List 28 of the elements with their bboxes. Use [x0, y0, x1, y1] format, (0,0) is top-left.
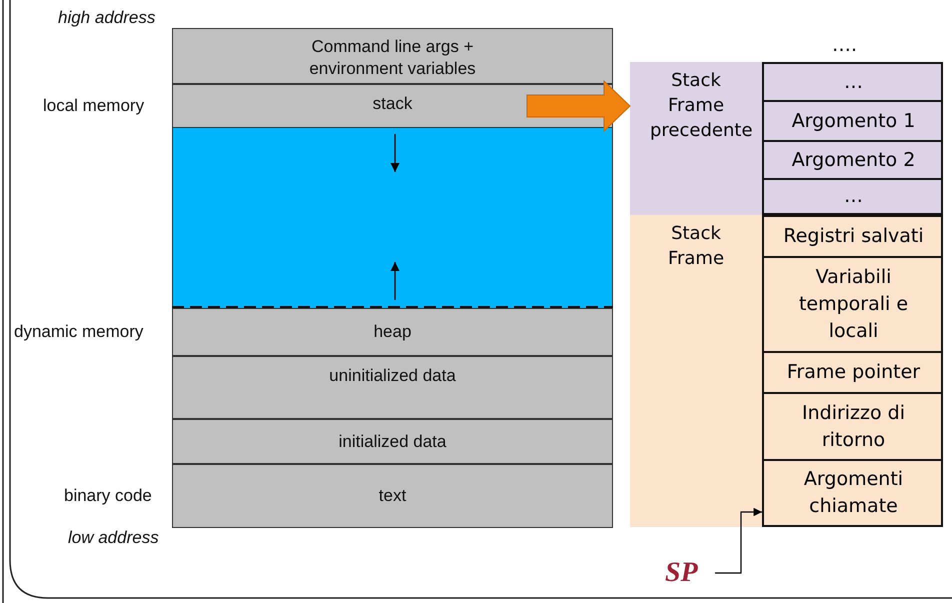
stack-cell: Frame pointer — [762, 351, 943, 392]
address-label: low address — [68, 528, 159, 548]
stack-frame-band — [630, 215, 943, 527]
arrow — [526, 80, 631, 132]
stack-cell: … — [762, 62, 943, 100]
band-heading: Stack Frame — [666, 222, 726, 271]
memory-segment: Command line args + environment variables — [172, 28, 613, 84]
free-memory-area — [172, 128, 613, 308]
ellipsis-label: …. — [832, 34, 858, 56]
region-label: local memory — [43, 96, 144, 116]
stack-cell: Variabili temporali e locali — [762, 256, 943, 351]
memory-segment: uninitialized data — [172, 356, 613, 419]
stack-frame-band — [630, 62, 943, 215]
address-label: high address — [58, 8, 156, 28]
stack-cell: Argomenti chiamate — [762, 459, 943, 527]
stack-cell: Indirizzo di ritorno — [762, 392, 943, 459]
arrow — [715, 508, 762, 574]
memory-segment: text — [172, 464, 613, 528]
stack-cell: Registri salvati — [762, 215, 943, 256]
region-label: dynamic memory — [14, 322, 144, 342]
band-heading: Stack Frame precedente — [649, 69, 754, 143]
memory-segment: heap — [172, 308, 613, 356]
stack-cell: … — [762, 178, 943, 215]
stack-cell: Argomento 2 — [762, 140, 943, 178]
memory-segment: initialized data — [172, 419, 613, 464]
stack-cell: Argomento 1 — [762, 100, 943, 140]
stack-pointer-label: SP — [665, 556, 715, 590]
region-label: binary code — [64, 486, 152, 506]
